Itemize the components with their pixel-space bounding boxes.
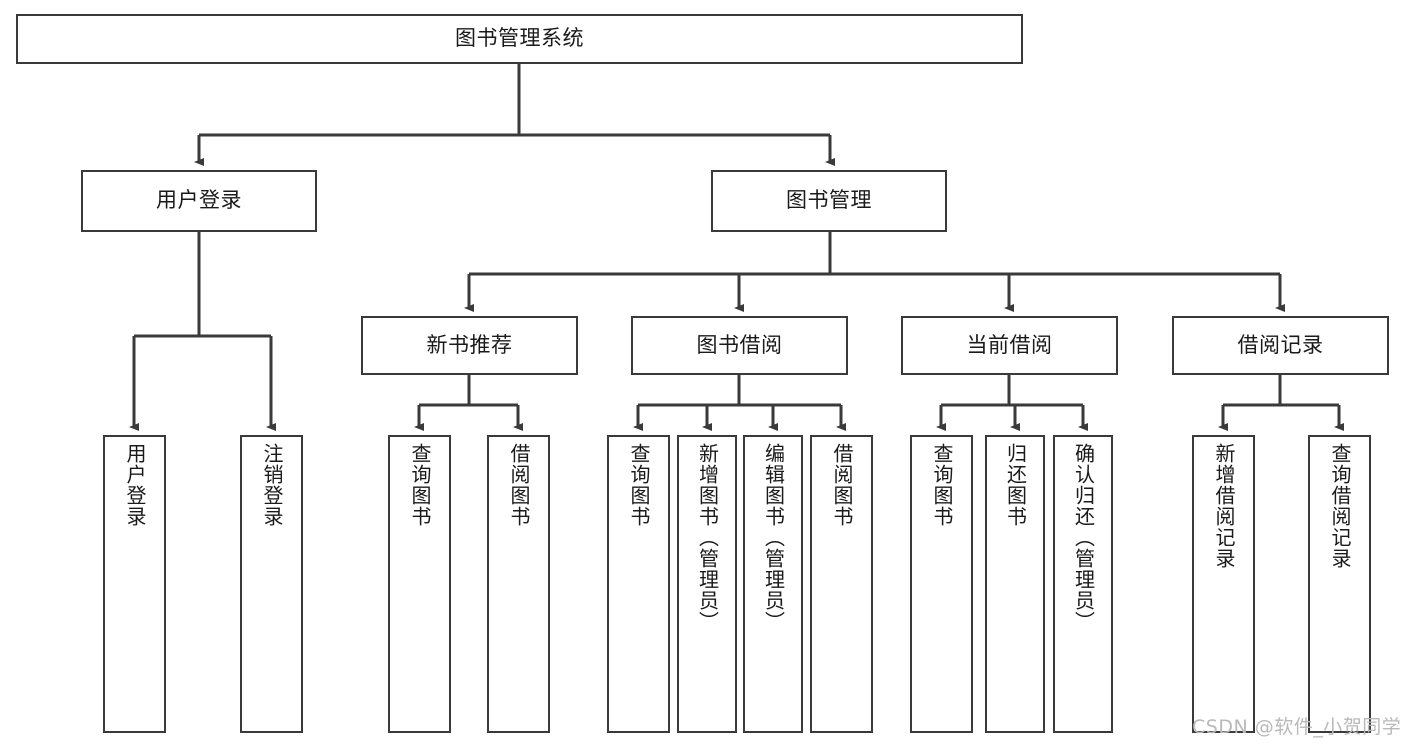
leaf-return-book-label: 归还图书 <box>1003 443 1028 527</box>
leaf-confirm-return-admin[interactable]: 确认归还（管理员） <box>1053 435 1113 733</box>
node-book-borrow-label: 图书借阅 <box>696 332 783 357</box>
leaf-query-book-current[interactable]: 查询图书 <box>910 435 973 733</box>
csdn-watermark: CSDN @软件_小贺同学 <box>1192 716 1402 738</box>
leaf-confirm-return-admin-label: 确认归还（管理员） <box>1071 443 1096 632</box>
leaf-query-book-recommend-label: 查询图书 <box>408 443 432 527</box>
leaf-add-book-admin-label: 新增图书（管理员） <box>695 443 720 632</box>
leaf-add-book-admin[interactable]: 新增图书（管理员） <box>677 435 737 733</box>
leaf-query-borrow-record[interactable]: 查询借阅记录 <box>1308 435 1371 733</box>
leaf-borrow-book-recommend[interactable]: 借阅图书 <box>487 435 550 733</box>
node-new-book-recommend[interactable]: 新书推荐 <box>361 316 578 375</box>
leaf-query-book-recommend[interactable]: 查询图书 <box>388 435 451 733</box>
leaf-query-book-borrow[interactable]: 查询图书 <box>607 435 670 733</box>
node-book-management-label: 图书管理 <box>786 188 872 213</box>
node-book-management[interactable]: 图书管理 <box>711 170 947 232</box>
node-book-borrow[interactable]: 图书借阅 <box>631 316 848 375</box>
leaf-edit-book-admin-label: 编辑图书（管理员） <box>761 443 786 632</box>
node-root[interactable]: 图书管理系统 <box>16 14 1023 64</box>
node-current-borrow[interactable]: 当前借阅 <box>901 316 1118 375</box>
leaf-user-login-label: 用户登录 <box>123 443 147 527</box>
node-root-label: 图书管理系统 <box>455 26 584 51</box>
node-user-login-label: 用户登录 <box>156 188 242 213</box>
leaf-user-logout-label: 注销登录 <box>260 443 284 527</box>
node-user-login[interactable]: 用户登录 <box>81 170 317 232</box>
leaf-borrow-book[interactable]: 借阅图书 <box>810 435 873 733</box>
leaf-user-logout[interactable]: 注销登录 <box>240 435 303 733</box>
leaf-query-book-borrow-label: 查询图书 <box>627 443 651 527</box>
leaf-edit-book-admin[interactable]: 编辑图书（管理员） <box>743 435 803 733</box>
leaf-query-borrow-record-label: 查询借阅记录 <box>1328 443 1352 569</box>
node-borrow-records-label: 借阅记录 <box>1237 332 1324 357</box>
leaf-add-borrow-record[interactable]: 新增借阅记录 <box>1192 435 1255 733</box>
leaf-borrow-book-label: 借阅图书 <box>830 443 854 527</box>
leaf-user-login[interactable]: 用户登录 <box>103 435 166 733</box>
node-current-borrow-label: 当前借阅 <box>966 332 1053 357</box>
node-borrow-records[interactable]: 借阅记录 <box>1172 316 1389 375</box>
leaf-query-book-current-label: 查询图书 <box>930 443 954 527</box>
node-new-book-recommend-label: 新书推荐 <box>426 332 513 357</box>
leaf-add-borrow-record-label: 新增借阅记录 <box>1212 443 1236 569</box>
leaf-borrow-book-recommend-label: 借阅图书 <box>507 443 531 527</box>
leaf-return-book[interactable]: 归还图书 <box>985 435 1045 733</box>
